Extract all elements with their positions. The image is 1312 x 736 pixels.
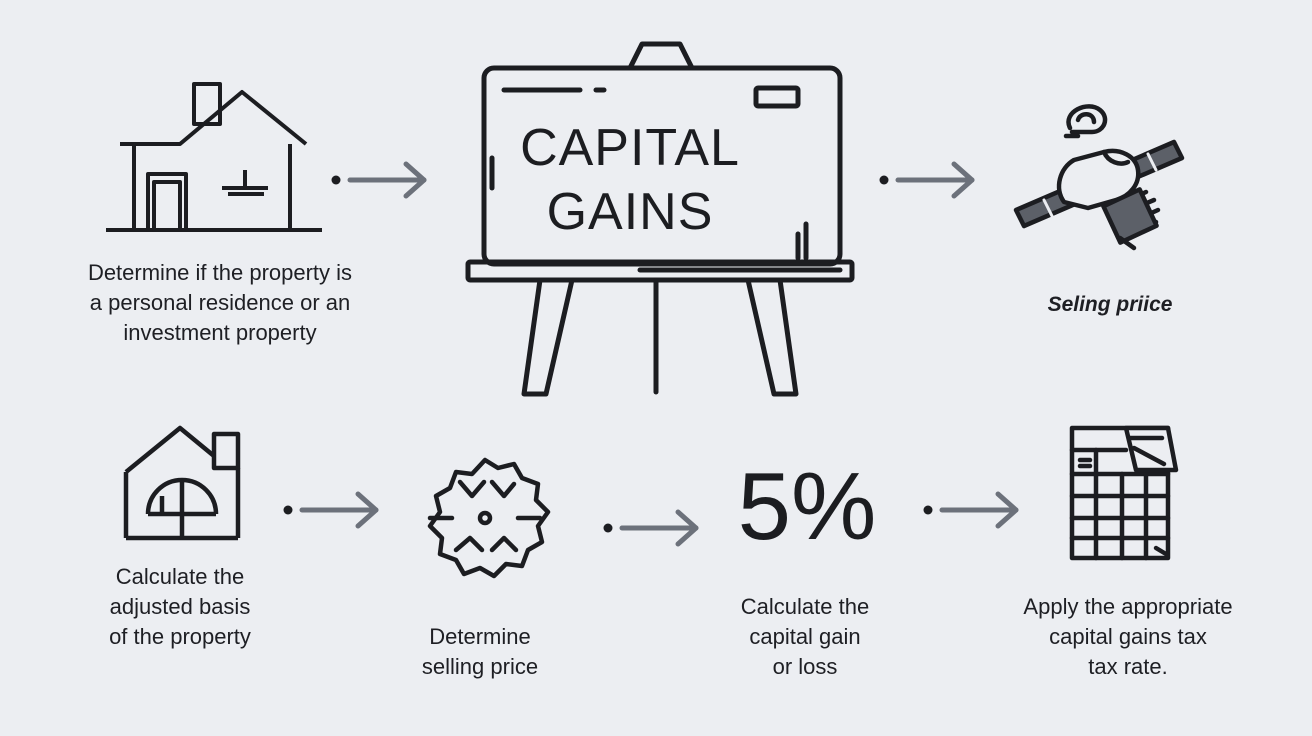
step-rate-label: Apply the appropriate capital gains tax … <box>1023 594 1233 679</box>
board-title-line1: CAPITAL <box>520 119 740 177</box>
step-selling-bottom-label: Determine selling price <box>421 624 539 679</box>
board-title-line2: GAINS <box>546 183 714 241</box>
house-basis-icon <box>120 424 250 544</box>
step-selling-top-label: Seling priice <box>1047 293 1173 316</box>
arrow-right-icon <box>598 508 708 548</box>
arrow-right-icon <box>918 490 1028 530</box>
house-icon <box>100 78 330 238</box>
easel-board-icon <box>460 38 860 398</box>
step-residence-label: Determine if the property is a personal … <box>87 260 353 345</box>
step-gain-label: Calculate the capital gain or loss <box>740 594 870 679</box>
arrow-right-icon <box>326 160 436 200</box>
tax-table-icon <box>1066 424 1180 564</box>
percent-icon: 5% <box>737 453 877 560</box>
step-basis-label: Calculate the adjusted basis of the prop… <box>109 564 251 649</box>
gear-icon <box>410 454 560 584</box>
hand-holding-money-icon <box>1008 92 1188 262</box>
arrow-right-icon <box>874 160 984 200</box>
arrow-right-icon <box>278 490 388 530</box>
